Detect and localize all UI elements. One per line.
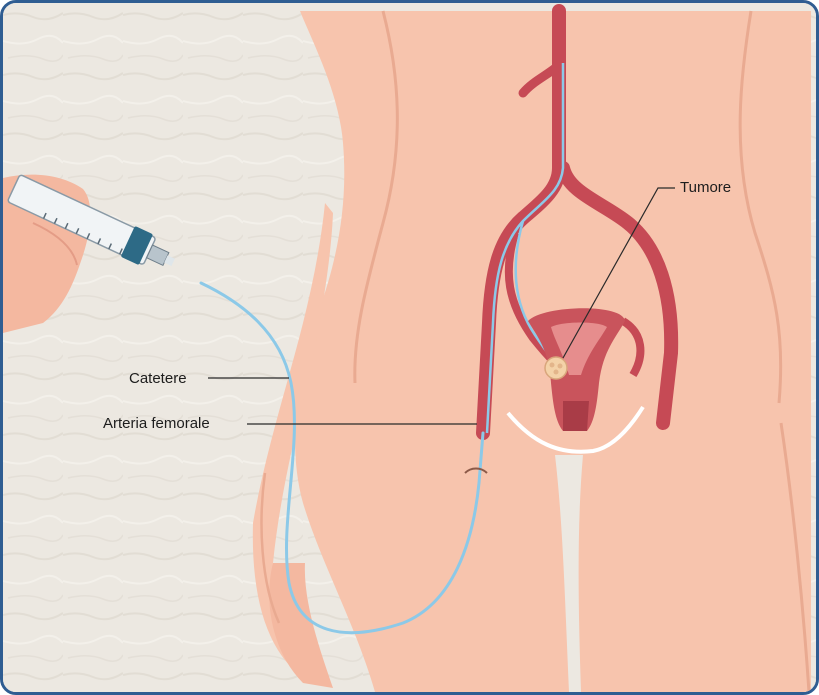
tumor-leader-line (563, 188, 675, 358)
femoral-artery-label: Arteria femorale (103, 416, 210, 431)
catheter-label: Catetere (129, 371, 187, 386)
tumor-label: Tumore (680, 180, 731, 195)
leader-lines (3, 3, 816, 692)
